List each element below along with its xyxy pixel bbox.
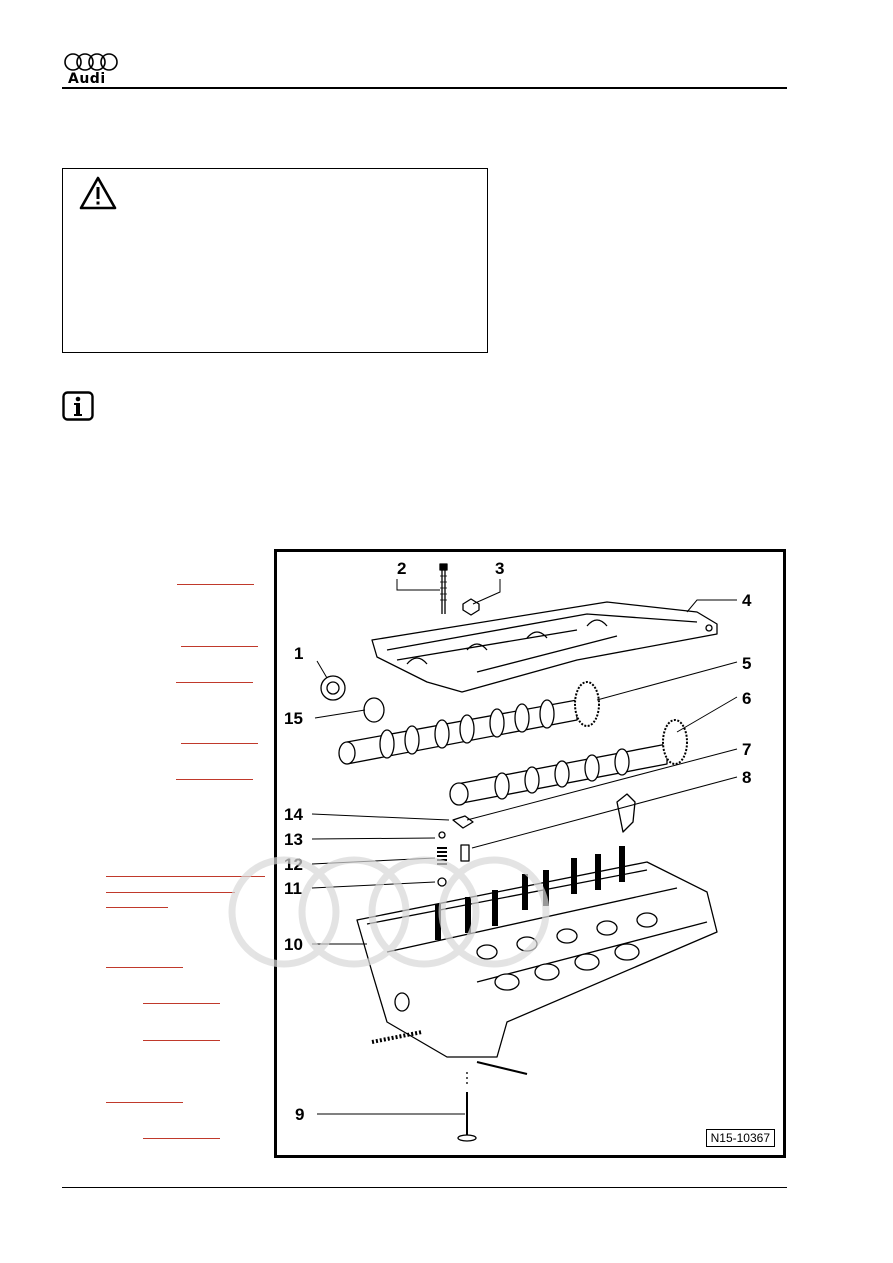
callout-3: 3	[495, 559, 505, 578]
callout-12: 12	[284, 855, 303, 874]
header-rule	[62, 87, 787, 89]
callout-1: 1	[294, 644, 304, 663]
reference-link[interactable]	[176, 682, 253, 683]
footer-rule	[62, 1187, 787, 1188]
callout-7: 7	[742, 740, 752, 759]
reference-link[interactable]	[177, 584, 254, 585]
callout-13: 13	[284, 830, 303, 849]
cylinder-head-exploded-diagram: 1 2 3 4 5 6 7 8 9 10 11 12 13 14 15 N15-…	[274, 549, 786, 1158]
reference-link[interactable]	[181, 743, 258, 744]
callout-14: 14	[284, 805, 303, 824]
reference-link[interactable]	[176, 779, 253, 780]
callout-5: 5	[742, 654, 752, 673]
callout-6: 6	[742, 689, 752, 708]
reference-link[interactable]	[106, 892, 235, 893]
audi-rings-logo	[64, 53, 118, 71]
reference-link[interactable]	[181, 646, 258, 647]
callout-9: 9	[295, 1105, 305, 1124]
warning-triangle-icon	[79, 176, 117, 210]
callout-8: 8	[742, 768, 752, 787]
reference-link[interactable]	[143, 1040, 220, 1041]
info-icon	[62, 391, 94, 421]
reference-link[interactable]	[106, 907, 168, 908]
reference-link[interactable]	[106, 967, 183, 968]
diagram-drawing	[311, 563, 738, 1142]
warning-box	[62, 168, 488, 353]
reference-link[interactable]	[143, 1003, 220, 1004]
callout-11: 11	[284, 879, 302, 898]
reference-link[interactable]	[143, 1138, 220, 1139]
callout-10: 10	[284, 935, 303, 954]
brand-name: Audi	[68, 71, 106, 87]
callout-4: 4	[742, 591, 752, 610]
reference-link[interactable]	[106, 1102, 183, 1103]
callout-15: 15	[284, 709, 303, 728]
figure-id-label: N15-10367	[705, 1129, 775, 1147]
reference-link[interactable]	[106, 876, 265, 877]
callout-2: 2	[397, 559, 407, 578]
